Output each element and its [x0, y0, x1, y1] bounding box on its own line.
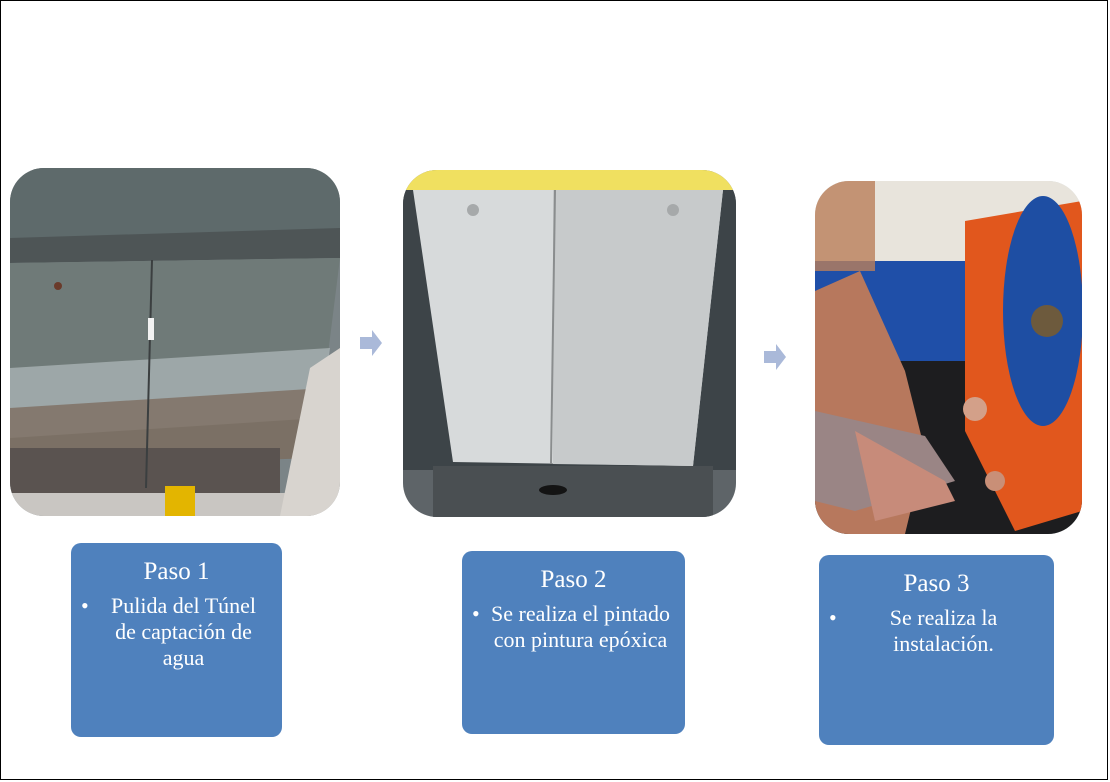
- step-1-photo: [10, 168, 340, 516]
- step-3-photo: [815, 181, 1082, 534]
- step-2-bullet: Se realiza el pintado con pintura epóxic…: [472, 601, 677, 653]
- step-2-box: Paso 2 Se realiza el pintado con pintura…: [462, 551, 685, 734]
- step-1-bullet: Pulida del Túnel de captación de agua: [81, 593, 274, 671]
- step-3-bullet: Se realiza la instalación.: [829, 605, 1046, 657]
- step-3-title: Paso 3: [903, 570, 970, 597]
- arrow-icon: [360, 330, 382, 356]
- step-2-title: Paso 2: [540, 566, 607, 593]
- step-3-box: Paso 3 Se realiza la instalación.: [819, 555, 1054, 745]
- step-1-box: Paso 1 Pulida del Túnel de captación de …: [71, 543, 282, 737]
- arrow-icon: [764, 344, 786, 370]
- step-2-photo: [403, 170, 736, 517]
- step-1-title: Paso 1: [143, 558, 210, 585]
